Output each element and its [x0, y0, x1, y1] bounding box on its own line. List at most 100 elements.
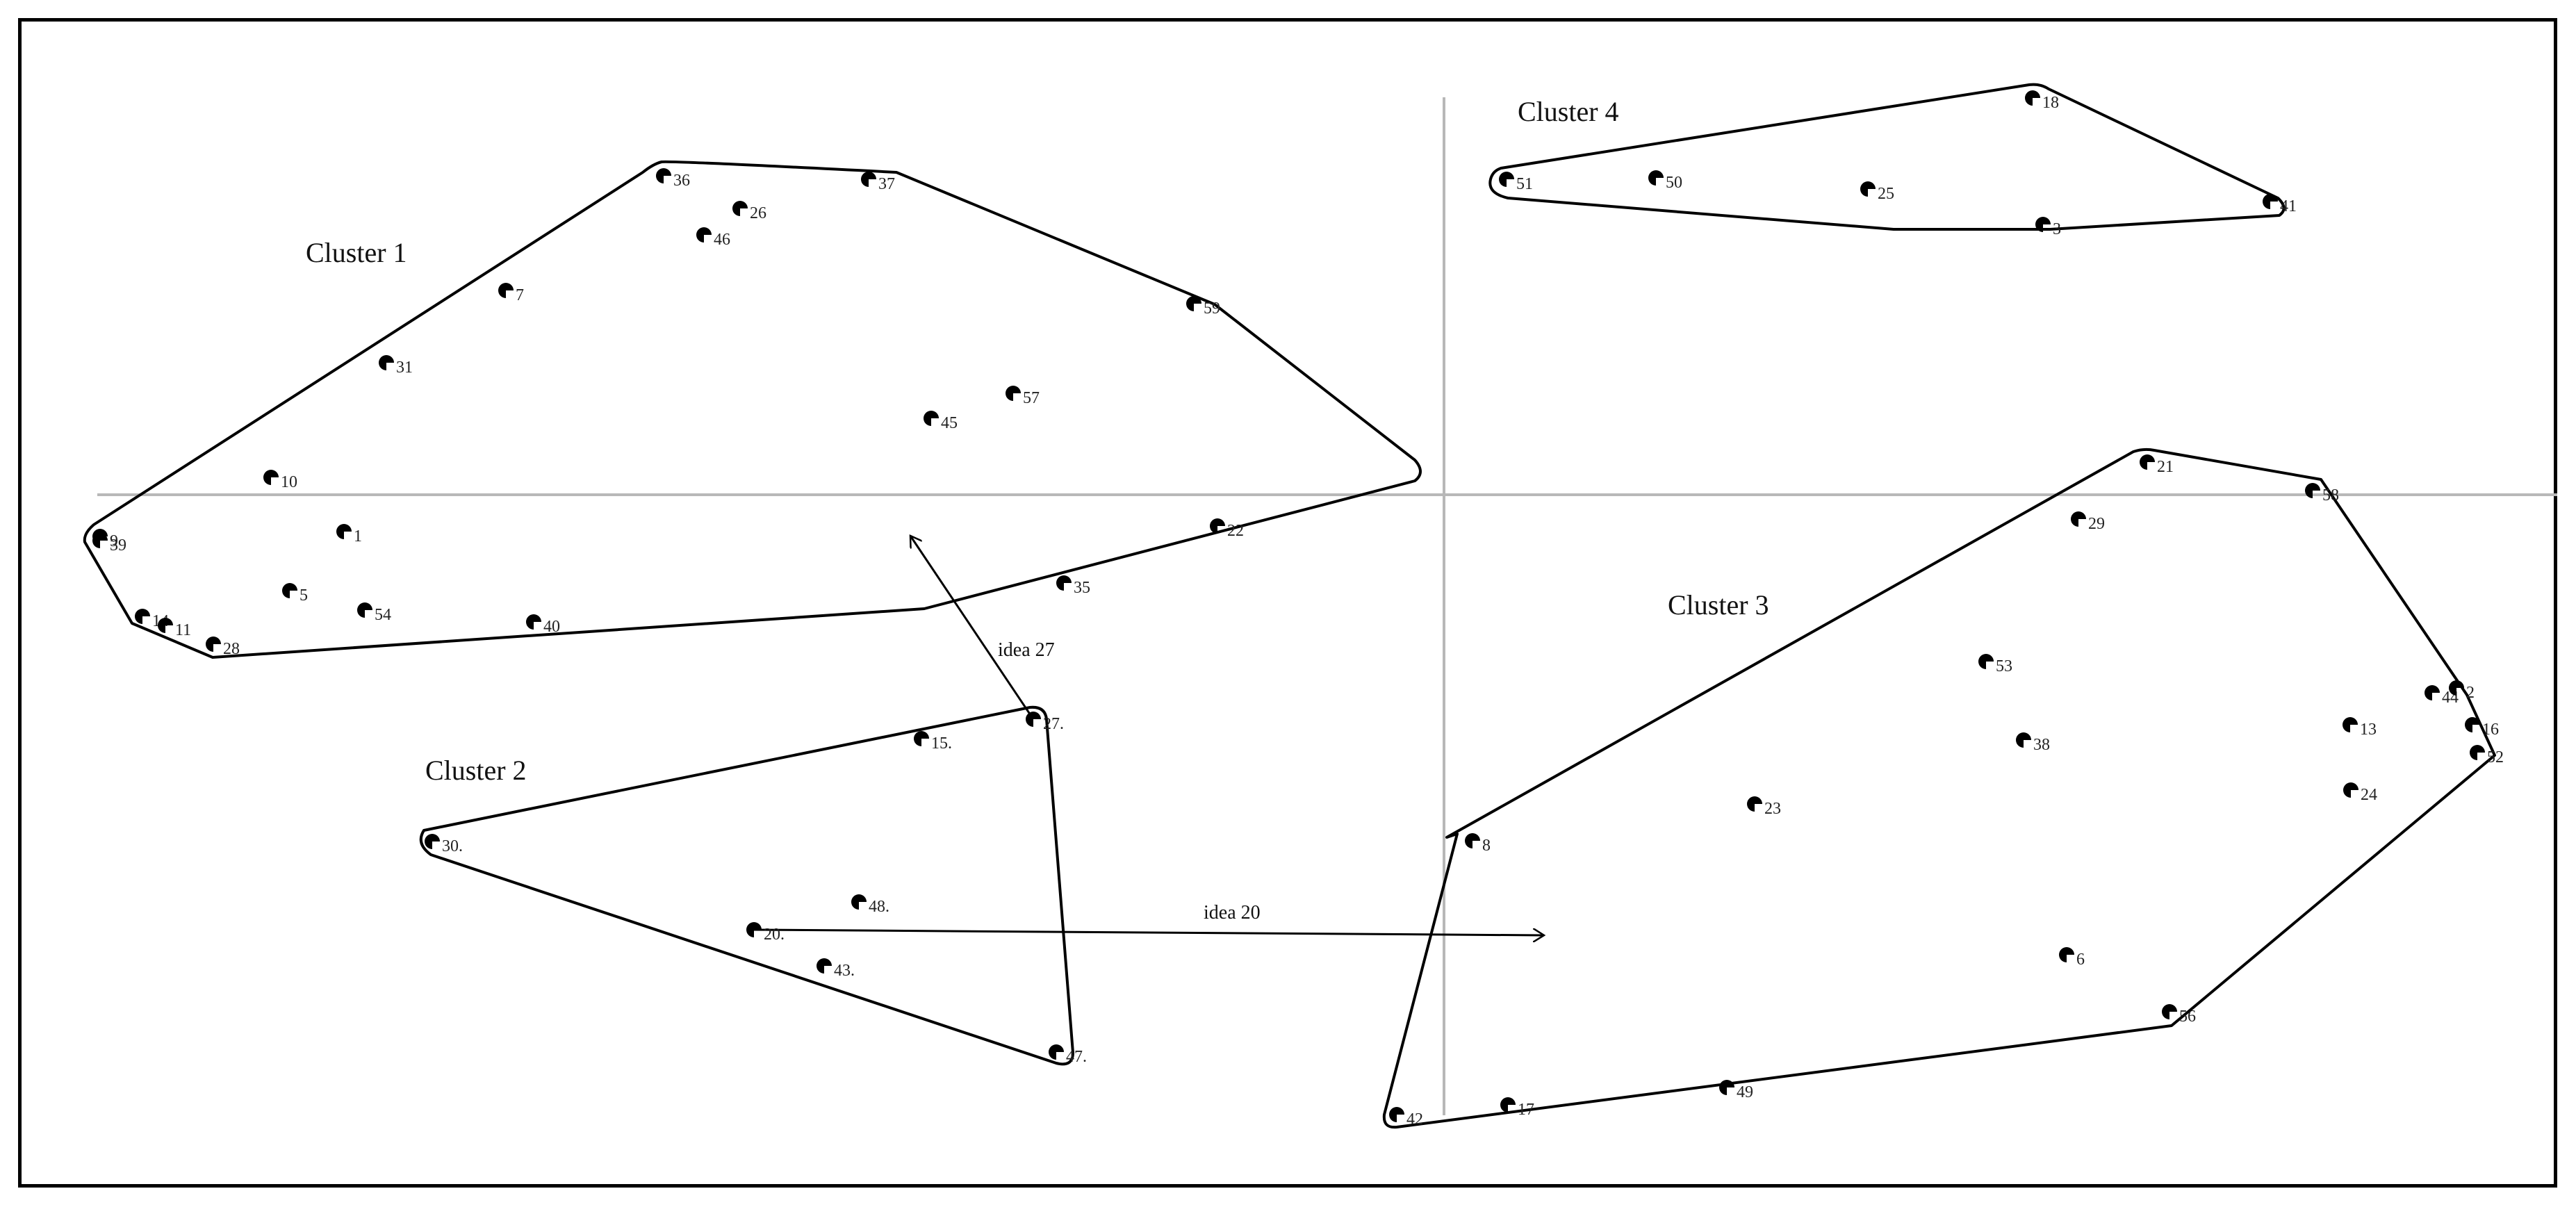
point-marker — [2425, 685, 2440, 700]
point-label: 39 — [110, 536, 126, 555]
point-marker — [2263, 194, 2278, 209]
idea-point: 3 — [2035, 217, 2061, 238]
idea-point: 49 — [1719, 1080, 1753, 1101]
idea-point: 27. — [1026, 712, 1064, 733]
point-label: 46 — [714, 231, 730, 249]
point-label: 48. — [869, 898, 889, 916]
idea-point: 29 — [2071, 511, 2105, 533]
point-marker — [851, 894, 867, 910]
idea-point: 8 — [1465, 833, 1491, 855]
point-label: 1 — [354, 527, 362, 545]
point-marker — [1500, 1097, 1516, 1112]
point-label: 20. — [764, 926, 785, 944]
idea-point: 52 — [2470, 745, 2504, 766]
idea-point: 42 — [1389, 1107, 1423, 1128]
point-label: 7 — [516, 286, 524, 304]
point-marker — [2025, 90, 2040, 106]
cluster-1-title: Cluster 1 — [306, 237, 407, 268]
point-marker — [656, 168, 671, 183]
point-marker — [861, 172, 876, 187]
idea-point: 53 — [1978, 654, 2012, 675]
point-label: 21 — [2157, 458, 2174, 476]
idea-point: 46 — [696, 227, 730, 249]
idea-point: 22 — [1210, 518, 1244, 540]
cluster-1-hull — [83, 160, 1422, 659]
point-marker — [263, 470, 279, 485]
point-label: 16 — [2482, 721, 2499, 739]
point-marker — [1056, 575, 1072, 591]
idea-point: 35 — [1056, 575, 1090, 597]
point-label: 2 — [2466, 684, 2475, 702]
cluster-4-hull — [1488, 83, 2286, 231]
point-label: 15. — [931, 734, 952, 753]
idea-point: 21 — [2140, 454, 2174, 476]
arrow-idea-20 — [753, 930, 1544, 935]
cluster-4-title: Cluster 4 — [1518, 96, 1619, 127]
point-label: 45 — [941, 414, 958, 432]
point-label: 42 — [1406, 1110, 1423, 1128]
point-label: 40 — [543, 618, 560, 636]
idea-point: 41 — [2263, 194, 2297, 215]
point-label: 51 — [1516, 175, 1533, 193]
point-marker — [1747, 796, 1762, 812]
diagram-frame — [18, 18, 2557, 1188]
idea-point: 13 — [2343, 717, 2377, 739]
idea-point: 43. — [817, 958, 855, 980]
idea-point: 47. — [1049, 1044, 1087, 1066]
point-marker — [498, 283, 514, 298]
point-marker — [2140, 454, 2155, 470]
point-label: 26 — [750, 204, 766, 222]
cluster-2-title: Cluster 2 — [425, 755, 527, 786]
idea-point: 59 — [1186, 296, 1220, 318]
idea-point: 24 — [2343, 782, 2377, 804]
idea-point: 18 — [2025, 90, 2059, 112]
point-marker — [2035, 217, 2051, 232]
point-marker — [2016, 732, 2031, 748]
idea-point: 51 — [1499, 172, 1533, 193]
point-marker — [2071, 511, 2086, 527]
arrow-label-idea-27: idea 27 — [998, 639, 1055, 661]
point-label: 49 — [1737, 1083, 1753, 1101]
point-marker — [1389, 1107, 1404, 1122]
point-marker — [2470, 745, 2485, 760]
idea-point: 26 — [732, 201, 766, 222]
point-marker — [1210, 518, 1225, 534]
idea-point: 14 — [135, 609, 169, 630]
idea-point: 58 — [2305, 483, 2339, 504]
point-label: 36 — [673, 172, 690, 190]
point-marker — [1978, 654, 1994, 669]
point-marker — [2059, 947, 2074, 962]
point-marker — [914, 731, 929, 746]
point-label: 29 — [2088, 515, 2105, 533]
point-label: 9 — [110, 532, 118, 550]
point-label: 17 — [1518, 1101, 1534, 1119]
point-label: 38 — [2033, 736, 2050, 754]
point-label: 52 — [2487, 748, 2504, 766]
point-label: 56 — [2179, 1008, 2196, 1026]
point-marker — [2343, 717, 2358, 732]
point-label: 11 — [175, 621, 191, 639]
point-label: 22 — [1227, 522, 1244, 540]
idea-point: 25 — [1860, 181, 1894, 203]
point-marker — [92, 533, 108, 548]
idea-point: 20. — [746, 922, 785, 944]
idea-point: 30. — [425, 834, 463, 855]
point-marker — [817, 958, 832, 974]
idea-point: 45 — [924, 411, 958, 432]
point-marker — [2305, 483, 2320, 498]
point-label: 50 — [1666, 174, 1682, 192]
point-marker — [336, 524, 352, 539]
idea-point: 23 — [1747, 796, 1781, 818]
point-label: 35 — [1074, 579, 1090, 597]
cluster-2-hull — [419, 705, 1074, 1066]
point-label: 58 — [2322, 486, 2339, 504]
arrow-label-idea-20: idea 20 — [1204, 902, 1261, 923]
point-marker — [2465, 717, 2480, 732]
point-marker — [1719, 1080, 1734, 1095]
point-marker — [282, 583, 297, 598]
point-marker — [2162, 1004, 2177, 1019]
point-label: 31 — [396, 359, 413, 377]
point-marker — [425, 834, 440, 849]
point-marker — [526, 614, 541, 630]
